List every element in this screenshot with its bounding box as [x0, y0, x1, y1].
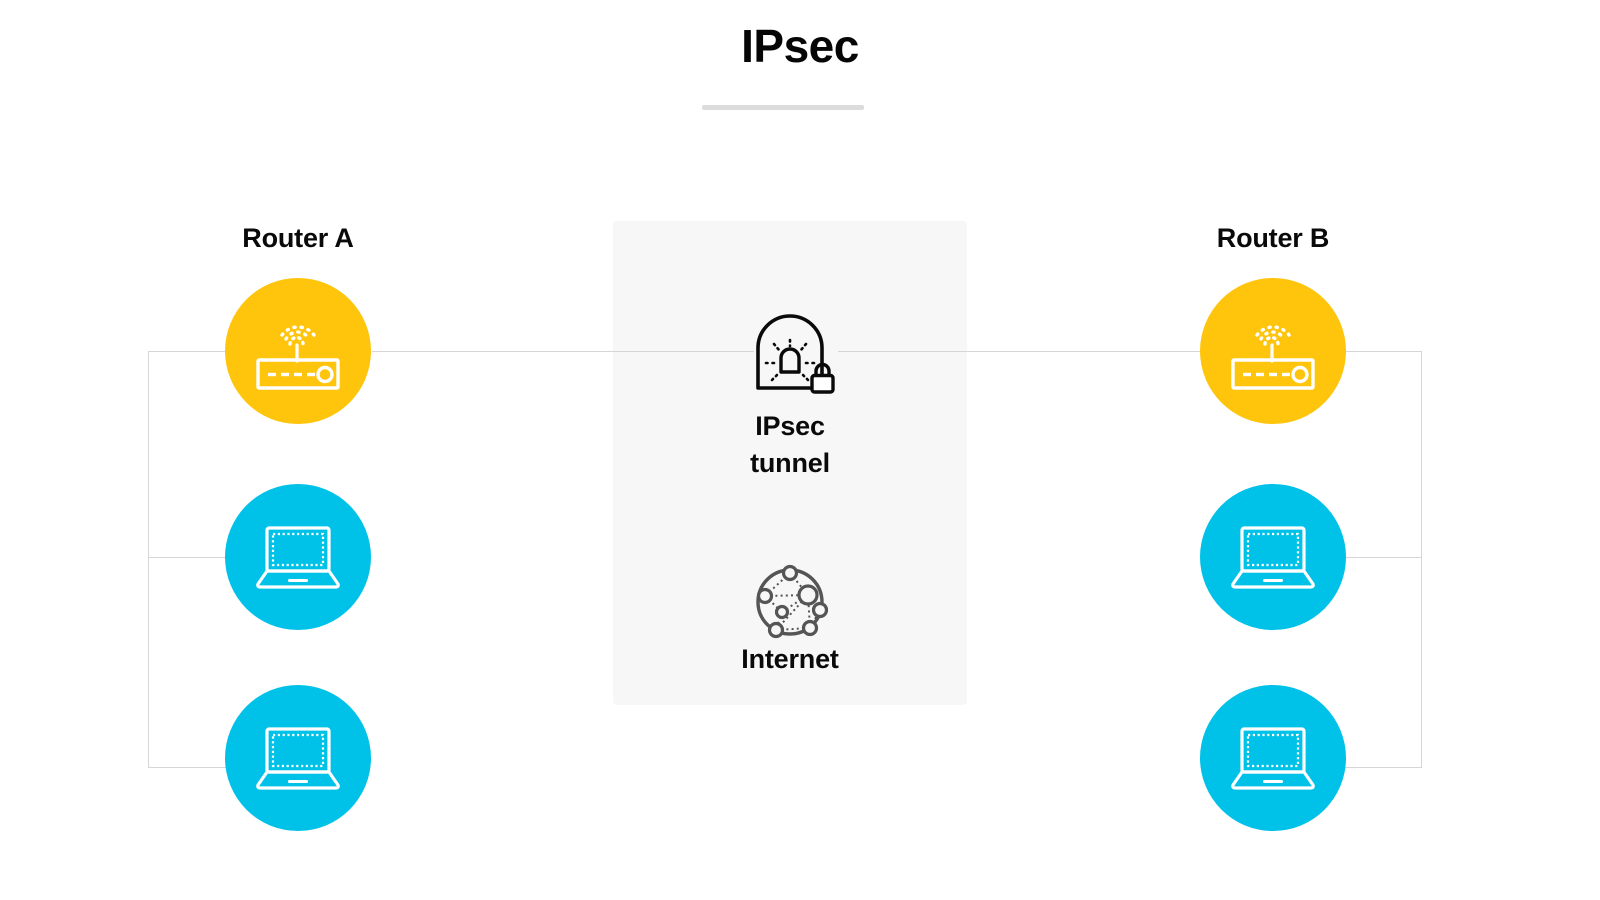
internet-label: Internet [741, 644, 839, 674]
router-icon [1227, 309, 1319, 393]
tunnel-label: IPsec tunnel [750, 411, 830, 478]
laptop-icon [255, 726, 341, 790]
node-laptop-a-1[interactable] [225, 484, 371, 630]
page-title: IPsec [741, 20, 859, 72]
right-bracket-stub-laptop-2 [1340, 767, 1422, 768]
left-bracket-stub-laptop-2 [148, 767, 230, 768]
node-laptop-a-2[interactable] [225, 685, 371, 831]
node-laptop-b-1[interactable] [1200, 484, 1346, 630]
left-router-to-internet-line [372, 351, 754, 352]
group-label-router-b: Router B [1216, 223, 1330, 253]
internet-cloud-panel [613, 221, 967, 705]
laptop-icon [1230, 726, 1316, 790]
tunnel-lock-icon [752, 310, 840, 398]
router-icon [252, 309, 344, 393]
node-router-a[interactable] [225, 278, 371, 424]
right-router-to-internet-line [838, 351, 1200, 352]
right-bracket-stub-laptop-1 [1340, 557, 1422, 558]
left-bracket-vertical [148, 351, 149, 768]
node-router-b[interactable] [1200, 278, 1346, 424]
node-laptop-b-2[interactable] [1200, 685, 1346, 831]
internet-network-icon [750, 562, 830, 642]
right-bracket-vertical [1421, 351, 1422, 768]
right-bracket-stub-router [1340, 351, 1422, 352]
title-divider [702, 105, 864, 110]
laptop-icon [255, 525, 341, 589]
group-label-router-a: Router A [242, 223, 354, 253]
laptop-icon [1230, 525, 1316, 589]
left-bracket-stub-router [148, 351, 230, 352]
left-bracket-stub-laptop-1 [148, 557, 230, 558]
